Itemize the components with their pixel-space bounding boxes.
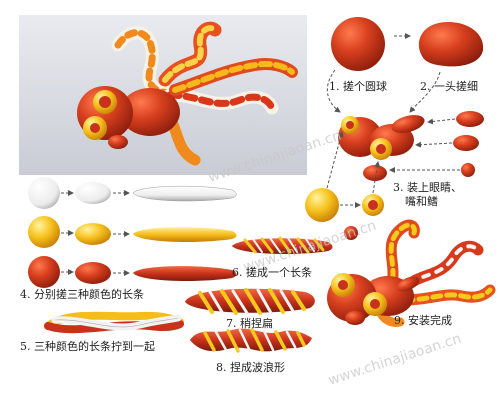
step-label-4: 4. 分别搓三种颜色的长条 xyxy=(20,287,144,301)
eye-part xyxy=(305,188,339,222)
step-label-9: 9. 安装完成 xyxy=(394,313,452,327)
step-label-5: 5. 三种颜色的长条拧到一起 xyxy=(20,339,155,353)
step-label-3: 3. 装上眼睛、 xyxy=(393,181,462,194)
fin-part xyxy=(456,111,484,127)
watermark: www.chinajiaoan.cn xyxy=(326,331,463,389)
step-2-tapered-ball xyxy=(418,22,484,67)
step-4-yellow-row xyxy=(28,216,237,248)
step-6-striped-rod xyxy=(232,236,333,254)
step-3-assembly xyxy=(305,33,484,240)
step-9-completed-fish xyxy=(327,219,496,327)
step-label-6: 6. 搓成一个长条 xyxy=(232,265,312,279)
step-label-7: 7. 稍捏扁 xyxy=(226,316,273,330)
step-4-red-row xyxy=(28,256,237,288)
fin-part xyxy=(453,135,479,151)
step-label-3-line2: 嘴和鳍 xyxy=(405,194,438,208)
finished-goldfish-photo xyxy=(19,15,307,175)
step-1-ball xyxy=(331,17,385,71)
step-4-white-row xyxy=(28,177,237,209)
step-label-2: 2. 一头搓细 xyxy=(420,79,478,93)
step-label-1: 1. 搓个圆球 xyxy=(329,79,387,93)
watermarks: www.chinajiaoan.cn www.chinajiaoan.cn ww… xyxy=(206,128,463,389)
step-5-twisted-strands xyxy=(44,311,184,334)
step-8-wavy-rod xyxy=(190,328,312,353)
mouth-part xyxy=(461,163,475,177)
step-7-flattened-rod xyxy=(185,288,315,315)
pupil-part xyxy=(344,226,358,240)
step-label-8: 8. 捏成波浪形 xyxy=(216,360,285,374)
